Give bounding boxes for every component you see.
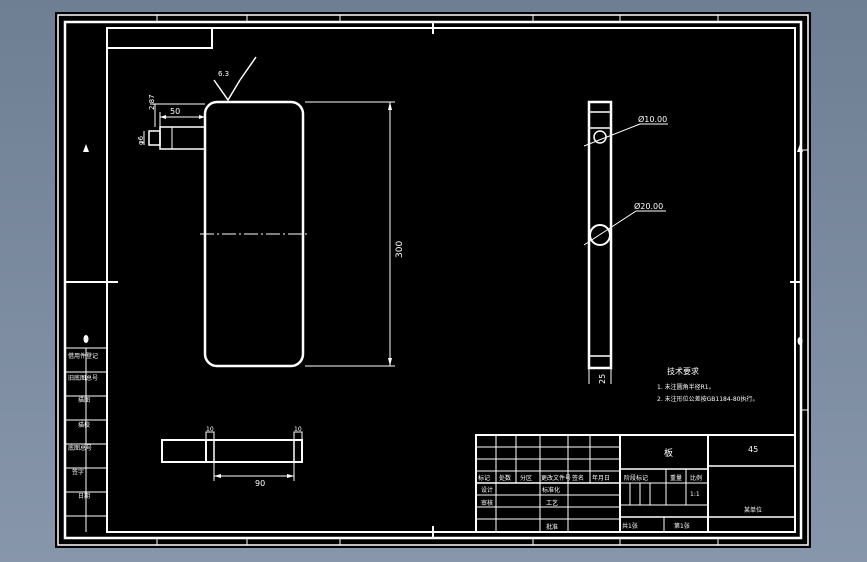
row-label-5: 年月日	[592, 474, 610, 482]
side-table: 借用件登记 旧底图总号 描图 描校 底图总号 签字 日期	[65, 281, 107, 532]
tag-right: 10	[294, 426, 302, 433]
company-name: 某单位	[744, 506, 762, 514]
stage-header-2: 比例	[690, 474, 702, 482]
side-label-3: 描校	[78, 421, 90, 429]
notes-line-1: 1. 未注圆角半径R1。	[657, 383, 715, 391]
notes-line-2: 2. 未注形位公差按GB1184-80执行。	[657, 395, 758, 403]
side-view	[583, 100, 668, 384]
row-label-4: 签名	[572, 474, 584, 482]
title-block	[475, 434, 796, 533]
front-view	[143, 56, 395, 368]
inner-frame	[106, 27, 796, 533]
side-label-2: 描图	[78, 396, 90, 404]
row-label-0: 标记	[478, 474, 490, 482]
top-outline	[161, 439, 303, 463]
side-label-1: 旧底图总号	[68, 374, 98, 382]
roughness-value: 6.3	[218, 70, 229, 78]
sheet-index: 第1张	[674, 522, 690, 530]
stage-header-0: 阶段标记	[624, 474, 648, 482]
drawing-number-box	[107, 28, 213, 49]
part-name: 板	[664, 447, 673, 459]
drawing-sheet	[55, 12, 811, 548]
material: 45	[748, 445, 758, 454]
dim-pin: φ6	[137, 135, 145, 145]
notes-title: 技术要求	[667, 366, 699, 376]
orientation-mark-left	[83, 144, 89, 152]
title-block-text: 标记 处数 分区 更改文件号 签名 年月日 设计 标准化 审核 工艺 批准 阶段…	[478, 474, 762, 531]
dim-side-width: 25	[598, 374, 607, 384]
outer-border	[57, 14, 809, 546]
row-label-3: 更改文件号	[541, 474, 571, 482]
hole-small-label: Ø10.00	[638, 114, 667, 124]
scale-value: 1:1	[690, 491, 700, 498]
checker-label: 审核	[481, 499, 493, 507]
standardize-label: 标准化	[542, 486, 560, 494]
pin-tip	[148, 130, 161, 146]
roughness-symbol	[213, 79, 241, 102]
marker-left	[83, 335, 89, 343]
side-label-5: 签字	[72, 468, 84, 476]
side-label-4: 底图总号	[68, 444, 92, 452]
side-label-6: 日期	[78, 492, 90, 500]
dim-width-front: 50	[170, 107, 180, 116]
orientation-mark-right	[797, 144, 803, 152]
dim-length: 90	[255, 479, 265, 488]
dim-offset: 2.87	[148, 94, 156, 110]
top-view	[161, 431, 303, 481]
designer-label: 设计	[481, 486, 493, 494]
sheet-total: 共1张	[622, 522, 638, 530]
hole-large	[589, 224, 611, 246]
stage-header-1: 重量	[670, 474, 682, 482]
process-label: 工艺	[546, 499, 558, 507]
dim-height: 300	[395, 241, 405, 258]
tag-left: 10	[206, 426, 214, 433]
hole-large-label: Ø20.00	[634, 201, 663, 211]
row-label-1: 处数	[499, 474, 511, 482]
zone-ticks	[156, 15, 808, 545]
approve-label: 批准	[546, 523, 558, 531]
marker-right	[797, 337, 803, 345]
side-label-0: 借用件登记	[68, 352, 98, 360]
row-label-2: 分区	[520, 474, 532, 482]
